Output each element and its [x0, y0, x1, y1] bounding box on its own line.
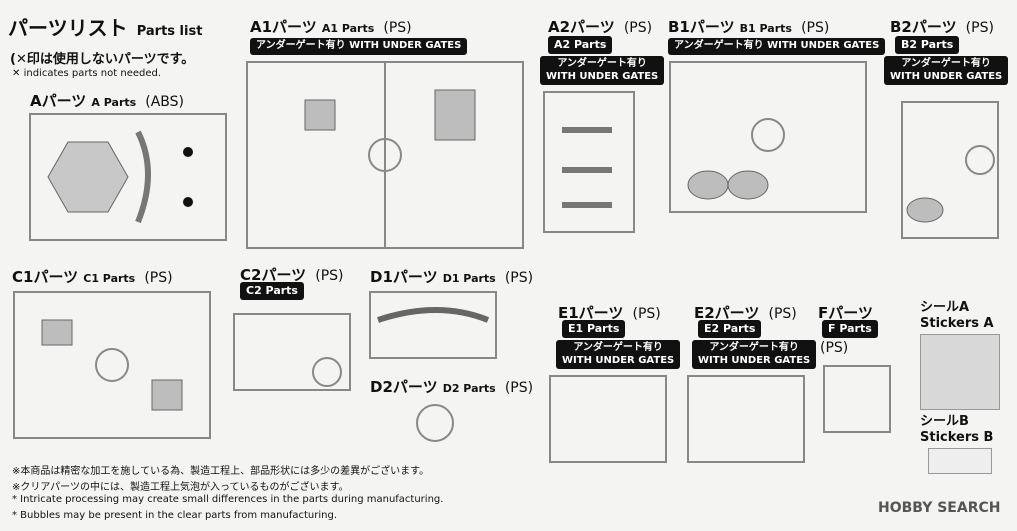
sprue-a: [29, 113, 227, 241]
note-1: ※本商品は精密な加工を施している為、製造工程上、部品形状には多少の差異がございま…: [12, 466, 430, 477]
sticker-sheet-a: [920, 334, 1000, 410]
section-c1-header: C1パーツ C1 Parts (PS): [12, 268, 173, 286]
cross-mark-icon: ✕: [12, 68, 21, 79]
under-gate-badge-a1: アンダーゲート有り WITH UNDER GATES: [250, 38, 468, 55]
sprue-f: [823, 365, 891, 433]
section-b1-header: B1パーツ B1 Parts (PS): [668, 18, 830, 36]
sprue-d2: [416, 404, 454, 442]
section-e2-en: E2 Parts: [698, 320, 762, 338]
sprue-b2: [901, 101, 999, 239]
section-a2-header: A2パーツ (PS): [548, 18, 653, 36]
page-title: パーツリスト Parts list: [8, 12, 202, 41]
section-e1-en: E1 Parts: [562, 320, 626, 338]
sticker-sheet-b: [928, 448, 992, 474]
section-d1-header: D1パーツ D1 Parts (PS): [370, 268, 534, 286]
section-c2-header: C2パーツ (PS): [240, 266, 344, 284]
sprue-c2: [233, 313, 351, 391]
sprue-c1: [13, 291, 211, 439]
section-a1-header: A1パーツ A1 Parts (PS): [250, 18, 412, 36]
sprue-e2: [687, 375, 805, 463]
title-jp: パーツリスト: [8, 16, 128, 40]
section-e2-header: E2パーツ (PS): [694, 304, 797, 322]
sprue-a1: [246, 61, 524, 249]
section-a-header: Aパーツ A Parts (ABS): [30, 92, 185, 110]
note-4: * Bubbles may be present in the clear pa…: [12, 510, 338, 521]
sprue-b1: [669, 61, 867, 213]
section-a2-en: A2 Parts: [548, 36, 613, 54]
section-b2-header: B2パーツ (PS): [890, 18, 994, 36]
cross-mark-icon: ✕: [15, 52, 27, 67]
section-f-en: F Parts: [822, 320, 878, 338]
sprue-d1: [369, 291, 497, 359]
sprue-e1: [549, 375, 667, 463]
section-b2-en: B2 Parts: [895, 36, 960, 54]
note-2: ※クリアパーツの中には、製造工程上気泡が入っているものがございます。: [12, 482, 349, 493]
note-3: * Intricate processing may create small …: [12, 494, 444, 505]
section-d2-header: D2パーツ D2 Parts (PS): [370, 378, 534, 396]
section-e1-header: E1パーツ (PS): [558, 304, 661, 322]
section-f-header: Fパーツ: [818, 304, 873, 322]
sprue-a2: [543, 91, 635, 233]
section-f-material: (PS): [820, 340, 849, 356]
section-c2-en: C2 Parts: [240, 282, 304, 300]
title-en: Parts list: [136, 24, 203, 39]
legend-en: ✕ indicates parts not needed.: [12, 68, 162, 79]
legend-jp: (✕印は使用しないパーツです。: [10, 52, 195, 67]
watermark: HOBBY SEARCH: [878, 500, 1001, 516]
under-gate-badge-b1: アンダーゲート有り WITH UNDER GATES: [668, 38, 886, 55]
